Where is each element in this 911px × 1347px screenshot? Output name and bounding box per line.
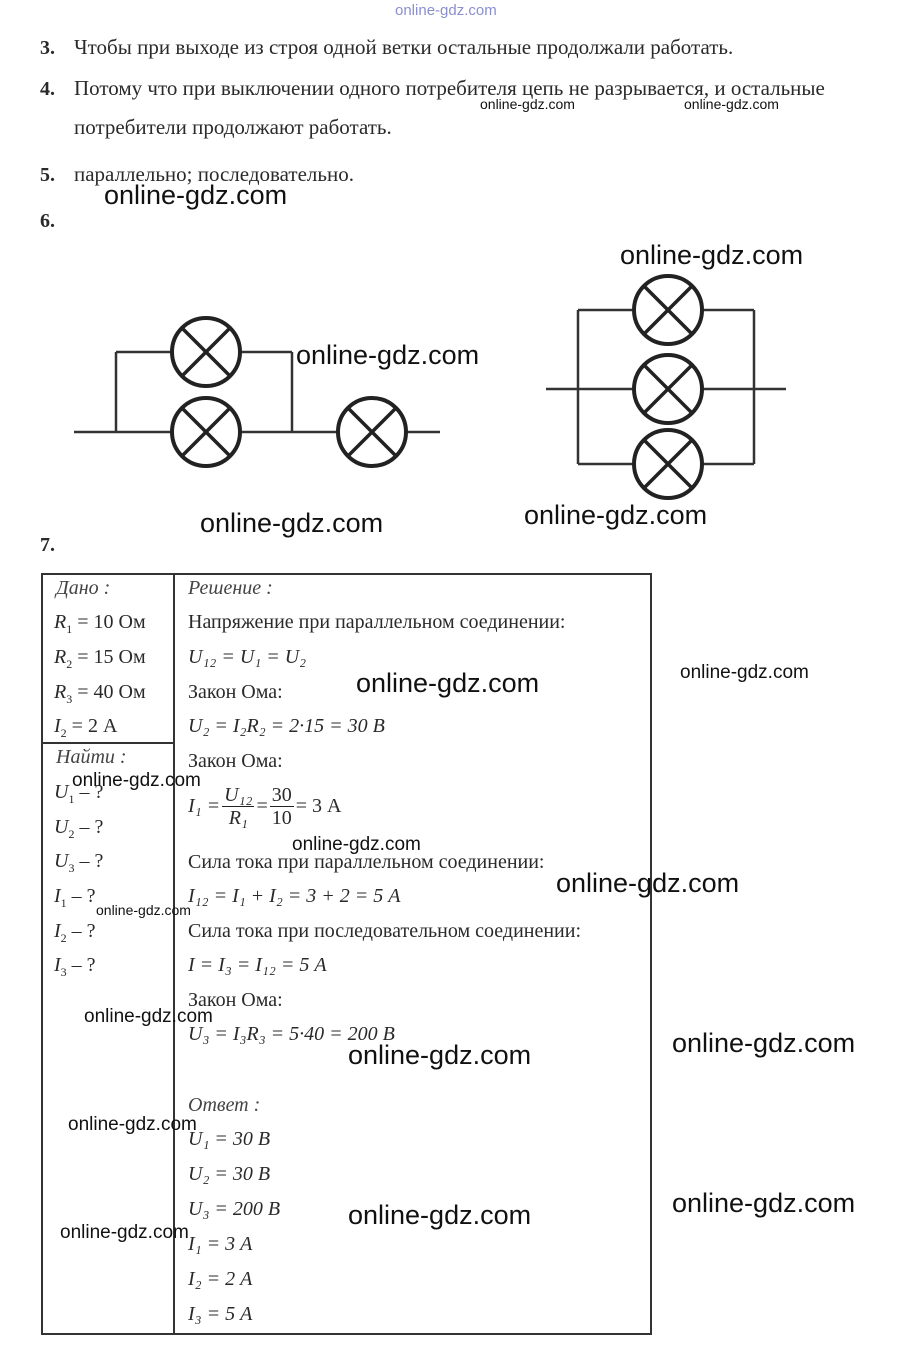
watermark: online-gdz.com	[680, 662, 809, 683]
solution-formula: U₂ = I₂R₂ = 2·15 = 30 В	[188, 715, 385, 737]
item-4-number: 4.	[40, 78, 55, 100]
given-line: R2 = 15 Ом	[54, 646, 146, 671]
item-7-number: 7.	[40, 534, 55, 556]
circuit-diagrams	[74, 274, 786, 500]
solution-heading: Закон Ома:	[188, 681, 283, 703]
given-title: Дано :	[56, 577, 111, 599]
watermark: online-gdz.com	[96, 902, 191, 918]
table-divider	[173, 573, 175, 1335]
watermark: online-gdz.com	[672, 1188, 856, 1218]
watermark: online-gdz.com	[348, 1040, 532, 1070]
item-5-text: параллельно; последовательно.	[74, 162, 354, 186]
watermark: online-gdz.com	[296, 340, 480, 370]
answer-line: I₃ = 5 А	[188, 1303, 253, 1325]
solution-formula: U₁₂ = U₁ = U₂	[188, 646, 307, 668]
answer-line: I₂ = 2 А	[188, 1268, 253, 1290]
table-border-top	[41, 573, 651, 575]
mixed-circuit	[74, 350, 440, 434]
solution-heading: Сила тока при параллельном соединении:	[188, 851, 545, 873]
given-find-divider	[41, 742, 174, 744]
lamp-icon	[170, 396, 242, 468]
solution-heading: Сила тока при последовательном соединени…	[188, 920, 582, 942]
answer-line: U₂ = 30 В	[188, 1163, 271, 1185]
watermark: online-gdz.com	[480, 96, 575, 112]
item-5-number: 5.	[40, 164, 55, 186]
watermark: online-gdz.com	[60, 1222, 189, 1243]
solution-heading: Закон Ома:	[188, 989, 283, 1011]
answer-line: U₁ = 30 В	[188, 1128, 271, 1150]
item-4-text-line-2: потребители продолжают работать.	[74, 115, 392, 139]
table-border-bottom	[41, 1333, 651, 1335]
find-line: I2 – ?	[54, 920, 96, 945]
solution-formula: U₃ = I₃R₃ = 5·40 = 200 В	[188, 1023, 395, 1045]
watermark: online-gdz.com	[524, 500, 708, 530]
find-line: I3 – ?	[54, 954, 96, 979]
answer-line: U₃ = 200 В	[188, 1198, 281, 1220]
watermark-top: online-gdz.com	[395, 2, 497, 19]
solution-formula: I₁₂ = I₁ + I₂ = 3 + 2 = 5 А	[188, 885, 401, 907]
watermark: online-gdz.com	[200, 508, 384, 538]
watermark: online-gdz.com	[672, 1028, 856, 1058]
watermark: online-gdz.com	[84, 1006, 213, 1027]
watermark: online-gdz.com	[684, 96, 779, 112]
answer-line: I₁ = 3 А	[188, 1233, 253, 1255]
watermark: online-gdz.com	[556, 868, 740, 898]
find-line: I1 – ?	[54, 885, 96, 910]
answer-title: Ответ :	[188, 1094, 261, 1116]
solution-formula: I = I₃ = I₁₂ = 5 А	[188, 954, 327, 976]
lamp-icon	[632, 353, 704, 425]
find-line: U2 – ?	[54, 816, 104, 841]
watermark: online-gdz.com	[356, 668, 540, 698]
given-line: R3 = 40 Ом	[54, 681, 146, 706]
parallel-circuit	[546, 308, 786, 466]
lamp-icon	[632, 428, 704, 500]
watermark: online-gdz.com	[72, 770, 201, 791]
lamp-icon	[632, 274, 704, 346]
item-6-number: 6.	[40, 210, 55, 232]
solution-heading: Закон Ома:	[188, 750, 283, 772]
watermark: online-gdz.com	[620, 240, 804, 270]
lamp-icon	[170, 316, 242, 388]
table-border-left	[41, 573, 43, 1335]
watermark: online-gdz.com	[348, 1200, 532, 1230]
watermark: online-gdz.com	[68, 1114, 197, 1135]
lamp-icon	[336, 396, 408, 468]
item-4-text-line-1: Потому что при выключении одного потреби…	[74, 76, 825, 100]
watermark: online-gdz.com	[292, 834, 421, 855]
watermark: online-gdz.com	[104, 180, 288, 210]
given-line: I2 = 2 А	[54, 715, 118, 740]
find-title: Найти :	[56, 746, 127, 768]
item-3-number: 3.	[40, 37, 55, 59]
find-line: U1 – ?	[54, 781, 104, 806]
find-line: U3 – ?	[54, 850, 104, 875]
solution-title: Решение :	[188, 577, 273, 599]
item-3-text: Чтобы при выходе из строя одной ветки ос…	[74, 35, 734, 59]
solution-heading: Напряжение при параллельном соединении:	[188, 611, 566, 633]
given-line: R1 = 10 Ом	[54, 611, 146, 636]
table-border-right	[650, 573, 652, 1335]
